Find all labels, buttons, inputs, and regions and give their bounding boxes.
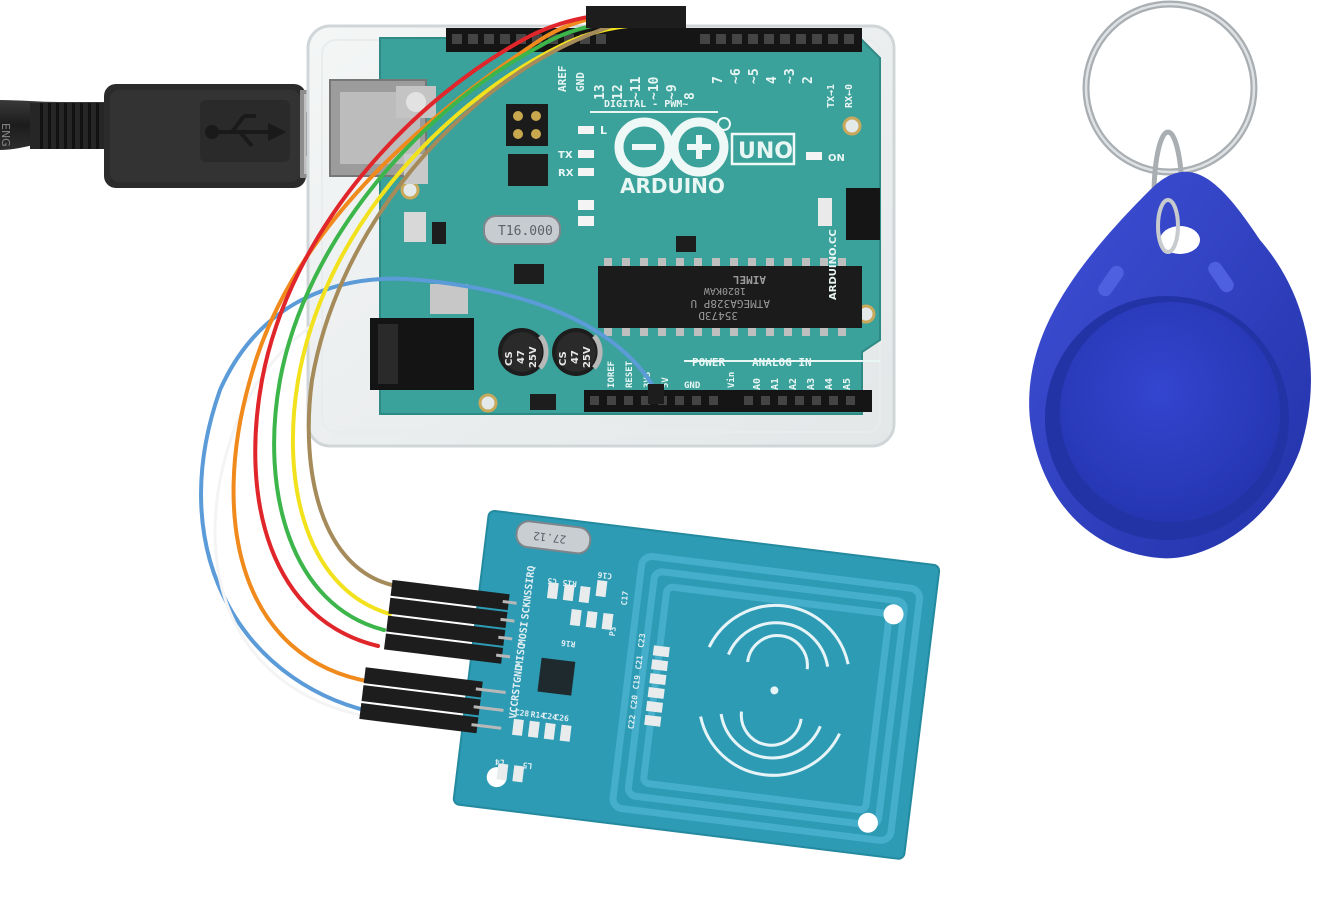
label-gnd-top: GND — [574, 72, 587, 92]
svg-text:MOSI: MOSI — [517, 621, 531, 646]
svg-text:C26: C26 — [554, 713, 570, 724]
svg-text:L5: L5 — [522, 760, 533, 770]
svg-text:IRQ: IRQ — [525, 565, 538, 584]
svg-text:A4: A4 — [824, 378, 835, 390]
arduino-logo-icon — [614, 117, 731, 177]
svg-text:A2: A2 — [788, 378, 799, 390]
usb-cable: ENG — [0, 84, 350, 188]
svg-text:7: 7 — [711, 76, 726, 84]
label-rfid-crystal: 27.12 — [533, 529, 567, 546]
svg-text:47: 47 — [570, 350, 581, 364]
label-l-led: L — [600, 124, 607, 137]
svg-text:MISO: MISO — [514, 643, 528, 668]
label-uno: UNO — [738, 139, 793, 164]
svg-text:GND: GND — [684, 381, 701, 391]
label-site: ARDUINO.CC — [828, 229, 839, 300]
svg-text:Vin: Vin — [726, 372, 737, 388]
jumper-wires — [199, 10, 686, 720]
svg-text:A3: A3 — [806, 378, 817, 390]
svg-text:R16: R16 — [560, 638, 576, 649]
svg-text:C16: C16 — [597, 570, 613, 581]
label-analog-in: ANALOG IN — [752, 356, 812, 369]
label-rx-led: RX — [558, 168, 574, 179]
svg-text:C23: C23 — [637, 633, 648, 649]
svg-text:R15: R15 — [562, 578, 578, 589]
svg-text:CS: CS — [558, 351, 569, 366]
rfid-component-labels: C16 C17 R15 C5 R16 P3 L5 L4 C28 C26 C24 … — [494, 570, 648, 770]
rf-signal-icon — [699, 603, 850, 777]
svg-text:R14: R14 — [530, 710, 546, 721]
svg-text:C28: C28 — [514, 708, 530, 719]
svg-text:5V: 5V — [661, 377, 671, 388]
svg-text:25V: 25V — [582, 346, 593, 368]
svg-text:C21: C21 — [634, 655, 645, 671]
rfid-module: 27.12 C16 C17 R15 C5 R16 P3 L5 L4 C28 C2… — [452, 509, 941, 860]
label-aref: AREF — [556, 66, 569, 93]
label-mcu-brand: AIMEL — [733, 273, 766, 286]
svg-text:CS: CS — [504, 351, 515, 366]
svg-text:VCC: VCC — [508, 700, 521, 719]
svg-text:~9: ~9 — [665, 84, 680, 100]
label-mcu-line1: ATMEGA328P U — [691, 297, 770, 310]
capacitor-2 — [552, 328, 603, 376]
svg-text:A0: A0 — [752, 378, 763, 390]
label-mcu-line3: 1820KAW — [703, 285, 746, 296]
svg-text:12: 12 — [611, 84, 626, 100]
analog-pin-labels: A0 A1 A2 A3 A4 A5 — [752, 378, 853, 390]
svg-text:C17: C17 — [620, 590, 631, 606]
svg-text:P3: P3 — [608, 626, 618, 637]
svg-text:~6: ~6 — [729, 68, 744, 84]
svg-text:~3: ~3 — [783, 68, 798, 84]
svg-text:2: 2 — [801, 76, 816, 84]
svg-text:A5: A5 — [842, 378, 853, 390]
capacitor-1 — [498, 328, 549, 376]
label-on-led: ON — [828, 153, 845, 164]
svg-text:RST: RST — [510, 682, 523, 701]
label-power: POWER — [692, 356, 725, 369]
digital-pin-labels-high: 13 12 ~11 ~10 ~9 8 — [593, 76, 698, 100]
svg-text:GND: GND — [512, 664, 525, 683]
label-mcu-line2: 35473D — [698, 309, 738, 322]
usb-icon — [205, 114, 287, 148]
arduino-uno-board: GND AREF 13 12 ~11 ~10 ~9 8 7 ~6 ~5 4 ~3… — [329, 28, 881, 415]
usb-cable-label: ENG — [0, 123, 12, 147]
svg-text:SCK: SCK — [520, 601, 533, 620]
svg-text:C24: C24 — [542, 711, 558, 722]
svg-text:L4: L4 — [494, 757, 505, 767]
svg-text:RESET: RESET — [625, 360, 635, 388]
svg-text:8: 8 — [683, 92, 698, 100]
svg-text:~11: ~11 — [629, 76, 644, 100]
svg-text:C22: C22 — [627, 714, 638, 730]
svg-text:C5: C5 — [547, 576, 558, 586]
digital-pin-labels-low: 7 ~6 ~5 4 ~3 2 — [711, 68, 816, 84]
label-rx-pin: RX←0 — [844, 84, 855, 108]
label-digital-pwm: DIGITAL - PWM~ — [604, 99, 688, 110]
svg-text:4: 4 — [765, 76, 780, 84]
label-tx-pin: TX→1 — [826, 84, 837, 108]
label-tx-led: TX — [558, 150, 573, 161]
svg-text:C20: C20 — [629, 694, 640, 710]
dupont-connectors — [359, 6, 686, 734]
svg-text:IOREF: IOREF — [607, 361, 617, 388]
svg-text:13: 13 — [593, 84, 608, 100]
rfid-keyfob — [1029, 0, 1311, 559]
svg-text:47: 47 — [516, 350, 527, 364]
svg-text:~10: ~10 — [647, 76, 662, 100]
svg-text:C19: C19 — [631, 674, 642, 690]
svg-text:~5: ~5 — [747, 68, 762, 84]
rfid-pin-labels: IRQ NSS SCK MOSI MISO GND RST VCC — [508, 565, 538, 719]
svg-text:25V: 25V — [528, 346, 539, 368]
svg-text:NSS: NSS — [522, 583, 535, 602]
svg-text:A1: A1 — [770, 378, 781, 390]
label-brand: ARDUINO — [620, 174, 725, 198]
label-crystal: T16.000 — [498, 224, 553, 239]
